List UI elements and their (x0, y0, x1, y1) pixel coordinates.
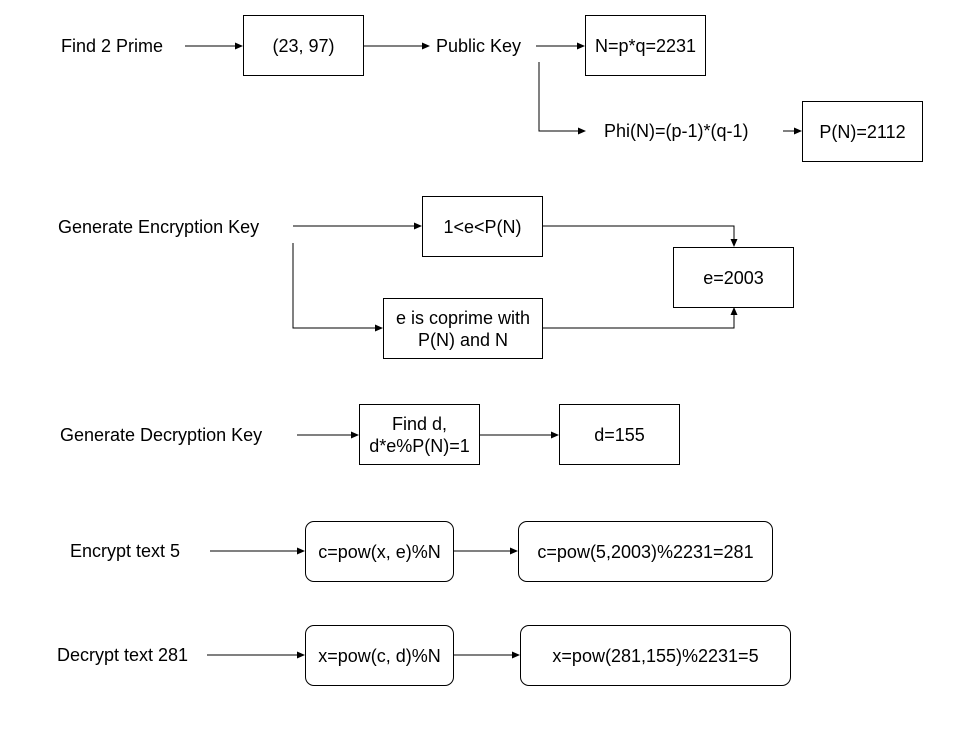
e-value-text: e=2003 (703, 267, 764, 288)
phi-formula-label: Phi(N)=(p-1)*(q-1) (604, 121, 749, 141)
phi-value-box: P(N)=2112 (802, 101, 923, 162)
decrypt-formula-text: x=pow(c, d)%N (318, 645, 441, 666)
d-value-box: d=155 (559, 404, 680, 465)
n-formula-text: N=p*q=2231 (594, 35, 697, 56)
primes-box: (23, 97) (243, 15, 364, 76)
coprime-line-1: e is coprime with (395, 307, 531, 328)
encryption-key-label: Generate Encryption Key (58, 217, 260, 237)
encrypt-formula-box: c=pow(x, e)%N (305, 521, 454, 582)
find-d-line-1: Find d, (391, 413, 448, 434)
decrypt-result-box: x=pow(281,155)%2231=5 (520, 625, 791, 686)
d-value-text: d=155 (594, 424, 645, 445)
phi-value-text: P(N)=2112 (819, 121, 906, 142)
encrypt-formula-text: c=pow(x, e)%N (318, 541, 441, 562)
public-key-label: Public Key (436, 36, 522, 56)
encrypt-result-text: c=pow(5,2003)%2231=281 (537, 541, 754, 562)
coprime-line-2: P(N) and N (417, 329, 509, 350)
arrow-public-key-to-phi (538, 62, 586, 135)
arrow-enc-to-coprime (292, 243, 383, 332)
coprime-box: e is coprime with P(N) and N (383, 298, 543, 359)
e-range-text: 1<e<P(N) (443, 216, 522, 237)
n-formula-box: N=p*q=2231 (585, 15, 706, 76)
encrypt-result-box: c=pow(5,2003)%2231=281 (518, 521, 773, 582)
e-value-box: e=2003 (673, 247, 794, 308)
decrypt-text-label: Decrypt text 281 (57, 645, 189, 665)
find-d-line-2: d*e%P(N)=1 (369, 435, 470, 456)
primes-text: (23, 97) (272, 35, 335, 56)
decryption-key-label: Generate Decryption Key (60, 425, 263, 445)
find-d-box: Find d, d*e%P(N)=1 (359, 404, 480, 465)
arrow-coprime-to-e (543, 307, 738, 329)
e-range-box: 1<e<P(N) (422, 196, 543, 257)
find-primes-label: Find 2 Prime (61, 36, 164, 56)
decrypt-result-text: x=pow(281,155)%2231=5 (552, 645, 759, 666)
encrypt-text-label: Encrypt text 5 (70, 541, 181, 561)
arrow-range-to-e (543, 225, 738, 247)
decrypt-formula-box: x=pow(c, d)%N (305, 625, 454, 686)
